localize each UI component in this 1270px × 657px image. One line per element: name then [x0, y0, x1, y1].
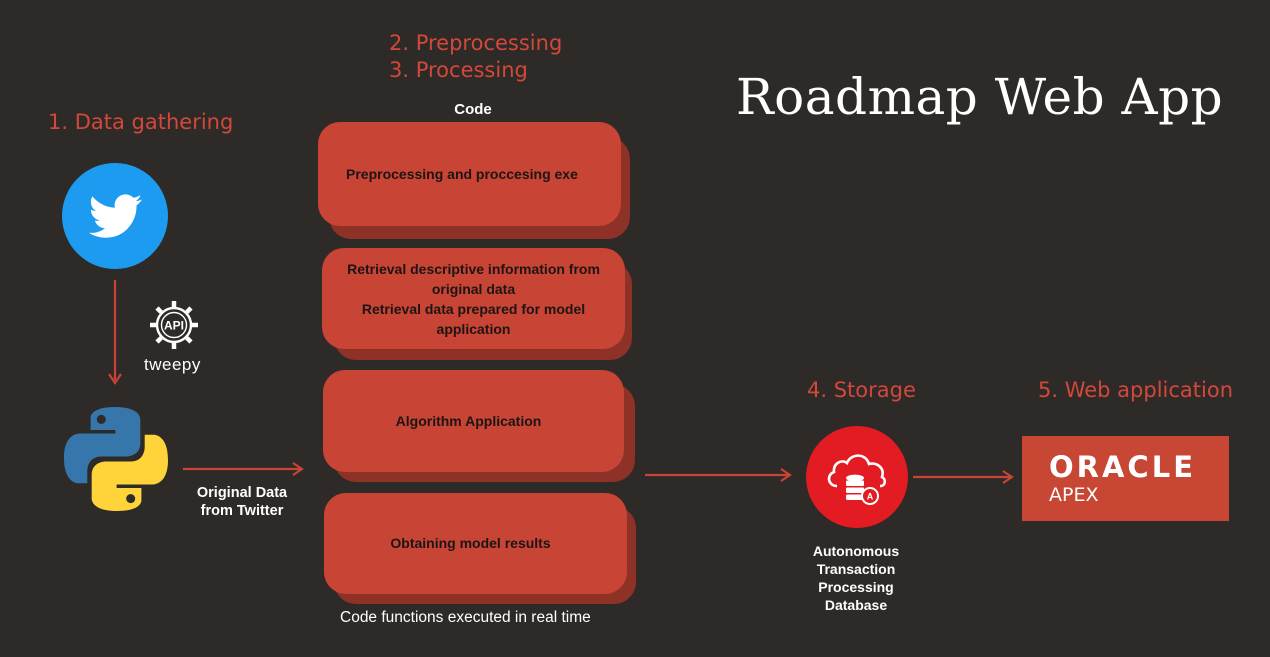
stage-data-gathering: 1. Data gathering	[48, 110, 234, 134]
stage-web-application: 5. Web application	[1038, 378, 1234, 402]
apex-label: APEX	[1049, 483, 1099, 506]
stage-storage: 4. Storage	[807, 378, 916, 402]
svg-text:A: A	[867, 492, 874, 502]
code-box-3: Algorithm Application	[323, 370, 624, 472]
arrow-python-to-code	[183, 462, 304, 476]
code-header: Code	[454, 101, 492, 118]
tweepy-label: tweepy	[144, 355, 201, 374]
python-logo-icon	[62, 405, 170, 513]
oracle-apex-logo: ORACLE APEX	[1022, 436, 1229, 521]
original-data-label: Original Data from Twitter	[196, 485, 288, 519]
arrow-twitter-to-python	[108, 280, 122, 385]
cloud-database-icon: A	[806, 426, 908, 528]
stage-preprocessing: 2. Preprocessing	[389, 31, 563, 55]
code-box-4: Obtaining model results	[324, 493, 627, 594]
arrow-code-to-storage	[645, 468, 792, 482]
stage-processing: 3. Processing	[389, 58, 528, 82]
code-footer: Code functions executed in real time	[340, 609, 591, 626]
oracle-brand: ORACLE	[1049, 449, 1196, 484]
database-label: Autonomous Transaction Processing Databa…	[812, 543, 900, 613]
api-gear-icon: API	[147, 298, 201, 352]
code-box-1: Preprocessing and proccesing exe	[318, 122, 621, 226]
api-text: API	[164, 319, 184, 333]
page-title: Roadmap Web App	[736, 68, 1224, 126]
code-box-2: Retrieval descriptive information from o…	[322, 248, 625, 349]
twitter-bird-icon	[62, 163, 168, 269]
arrow-storage-to-apex	[913, 470, 1014, 484]
